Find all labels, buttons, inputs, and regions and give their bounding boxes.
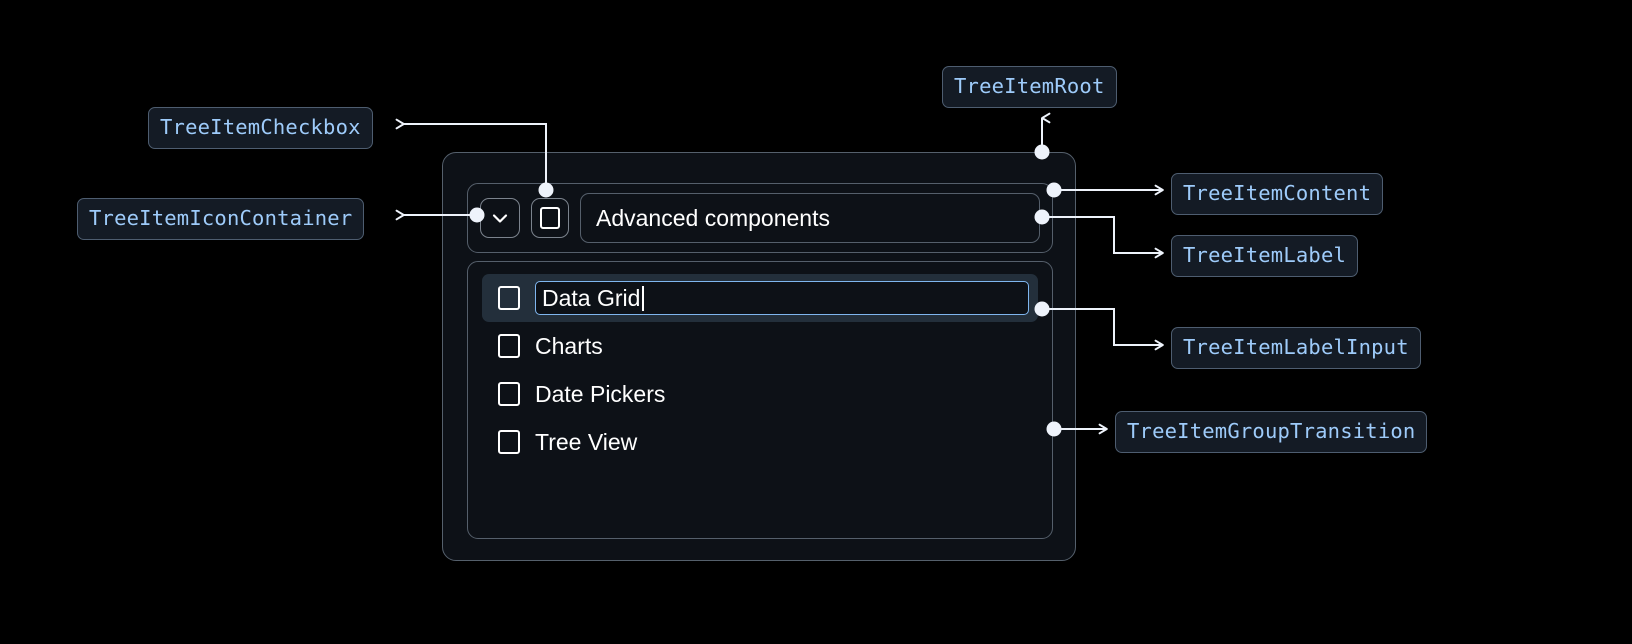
tree-item-label[interactable]: Advanced components xyxy=(580,193,1040,243)
tree-item-row-charts[interactable]: Charts xyxy=(482,322,1038,370)
tree-item-group-transition: Data Grid Charts Date Pickers Tree View xyxy=(467,261,1053,539)
checkbox-unchecked-icon[interactable] xyxy=(498,430,520,454)
checkbox-unchecked-icon[interactable] xyxy=(498,382,520,406)
checkbox-unchecked-icon xyxy=(540,207,560,229)
tree-item-checkbox[interactable] xyxy=(531,198,569,238)
callout-tree-item-icon-container: TreeItemIconContainer xyxy=(77,198,365,240)
tree-item-label-input[interactable]: Data Grid xyxy=(535,281,1029,315)
tree-item-label: Date Pickers xyxy=(535,380,666,407)
tree-item-label: Tree View xyxy=(535,428,638,455)
checkbox-unchecked-icon[interactable] xyxy=(498,334,520,358)
callout-tree-item-root: TreeItemRoot xyxy=(942,66,1117,108)
label-input-value: Data Grid xyxy=(542,284,641,311)
chevron-down-icon xyxy=(488,206,512,230)
callout-tree-item-label-input: TreeItemLabelInput xyxy=(1171,327,1421,369)
tree-item-row-date-pickers[interactable]: Date Pickers xyxy=(482,370,1038,418)
tree-item-row-tree-view[interactable]: Tree View xyxy=(482,418,1038,466)
callout-tree-item-checkbox: TreeItemCheckbox xyxy=(148,107,373,149)
text-caret xyxy=(642,285,645,311)
callout-tree-item-group-transition: TreeItemGroupTransition xyxy=(1115,411,1428,453)
callout-tree-item-content: TreeItemContent xyxy=(1171,173,1384,215)
tree-item-row-data-grid[interactable]: Data Grid xyxy=(482,274,1038,322)
tree-item-label: Charts xyxy=(535,332,603,359)
checkbox-unchecked-icon[interactable] xyxy=(498,286,520,310)
tree-item-root[interactable]: Advanced components Data Grid Charts Dat… xyxy=(442,152,1076,561)
tree-item-content[interactable]: Advanced components xyxy=(467,183,1053,253)
callout-tree-item-label: TreeItemLabel xyxy=(1171,235,1359,277)
tree-item-icon-container[interactable] xyxy=(480,198,520,238)
